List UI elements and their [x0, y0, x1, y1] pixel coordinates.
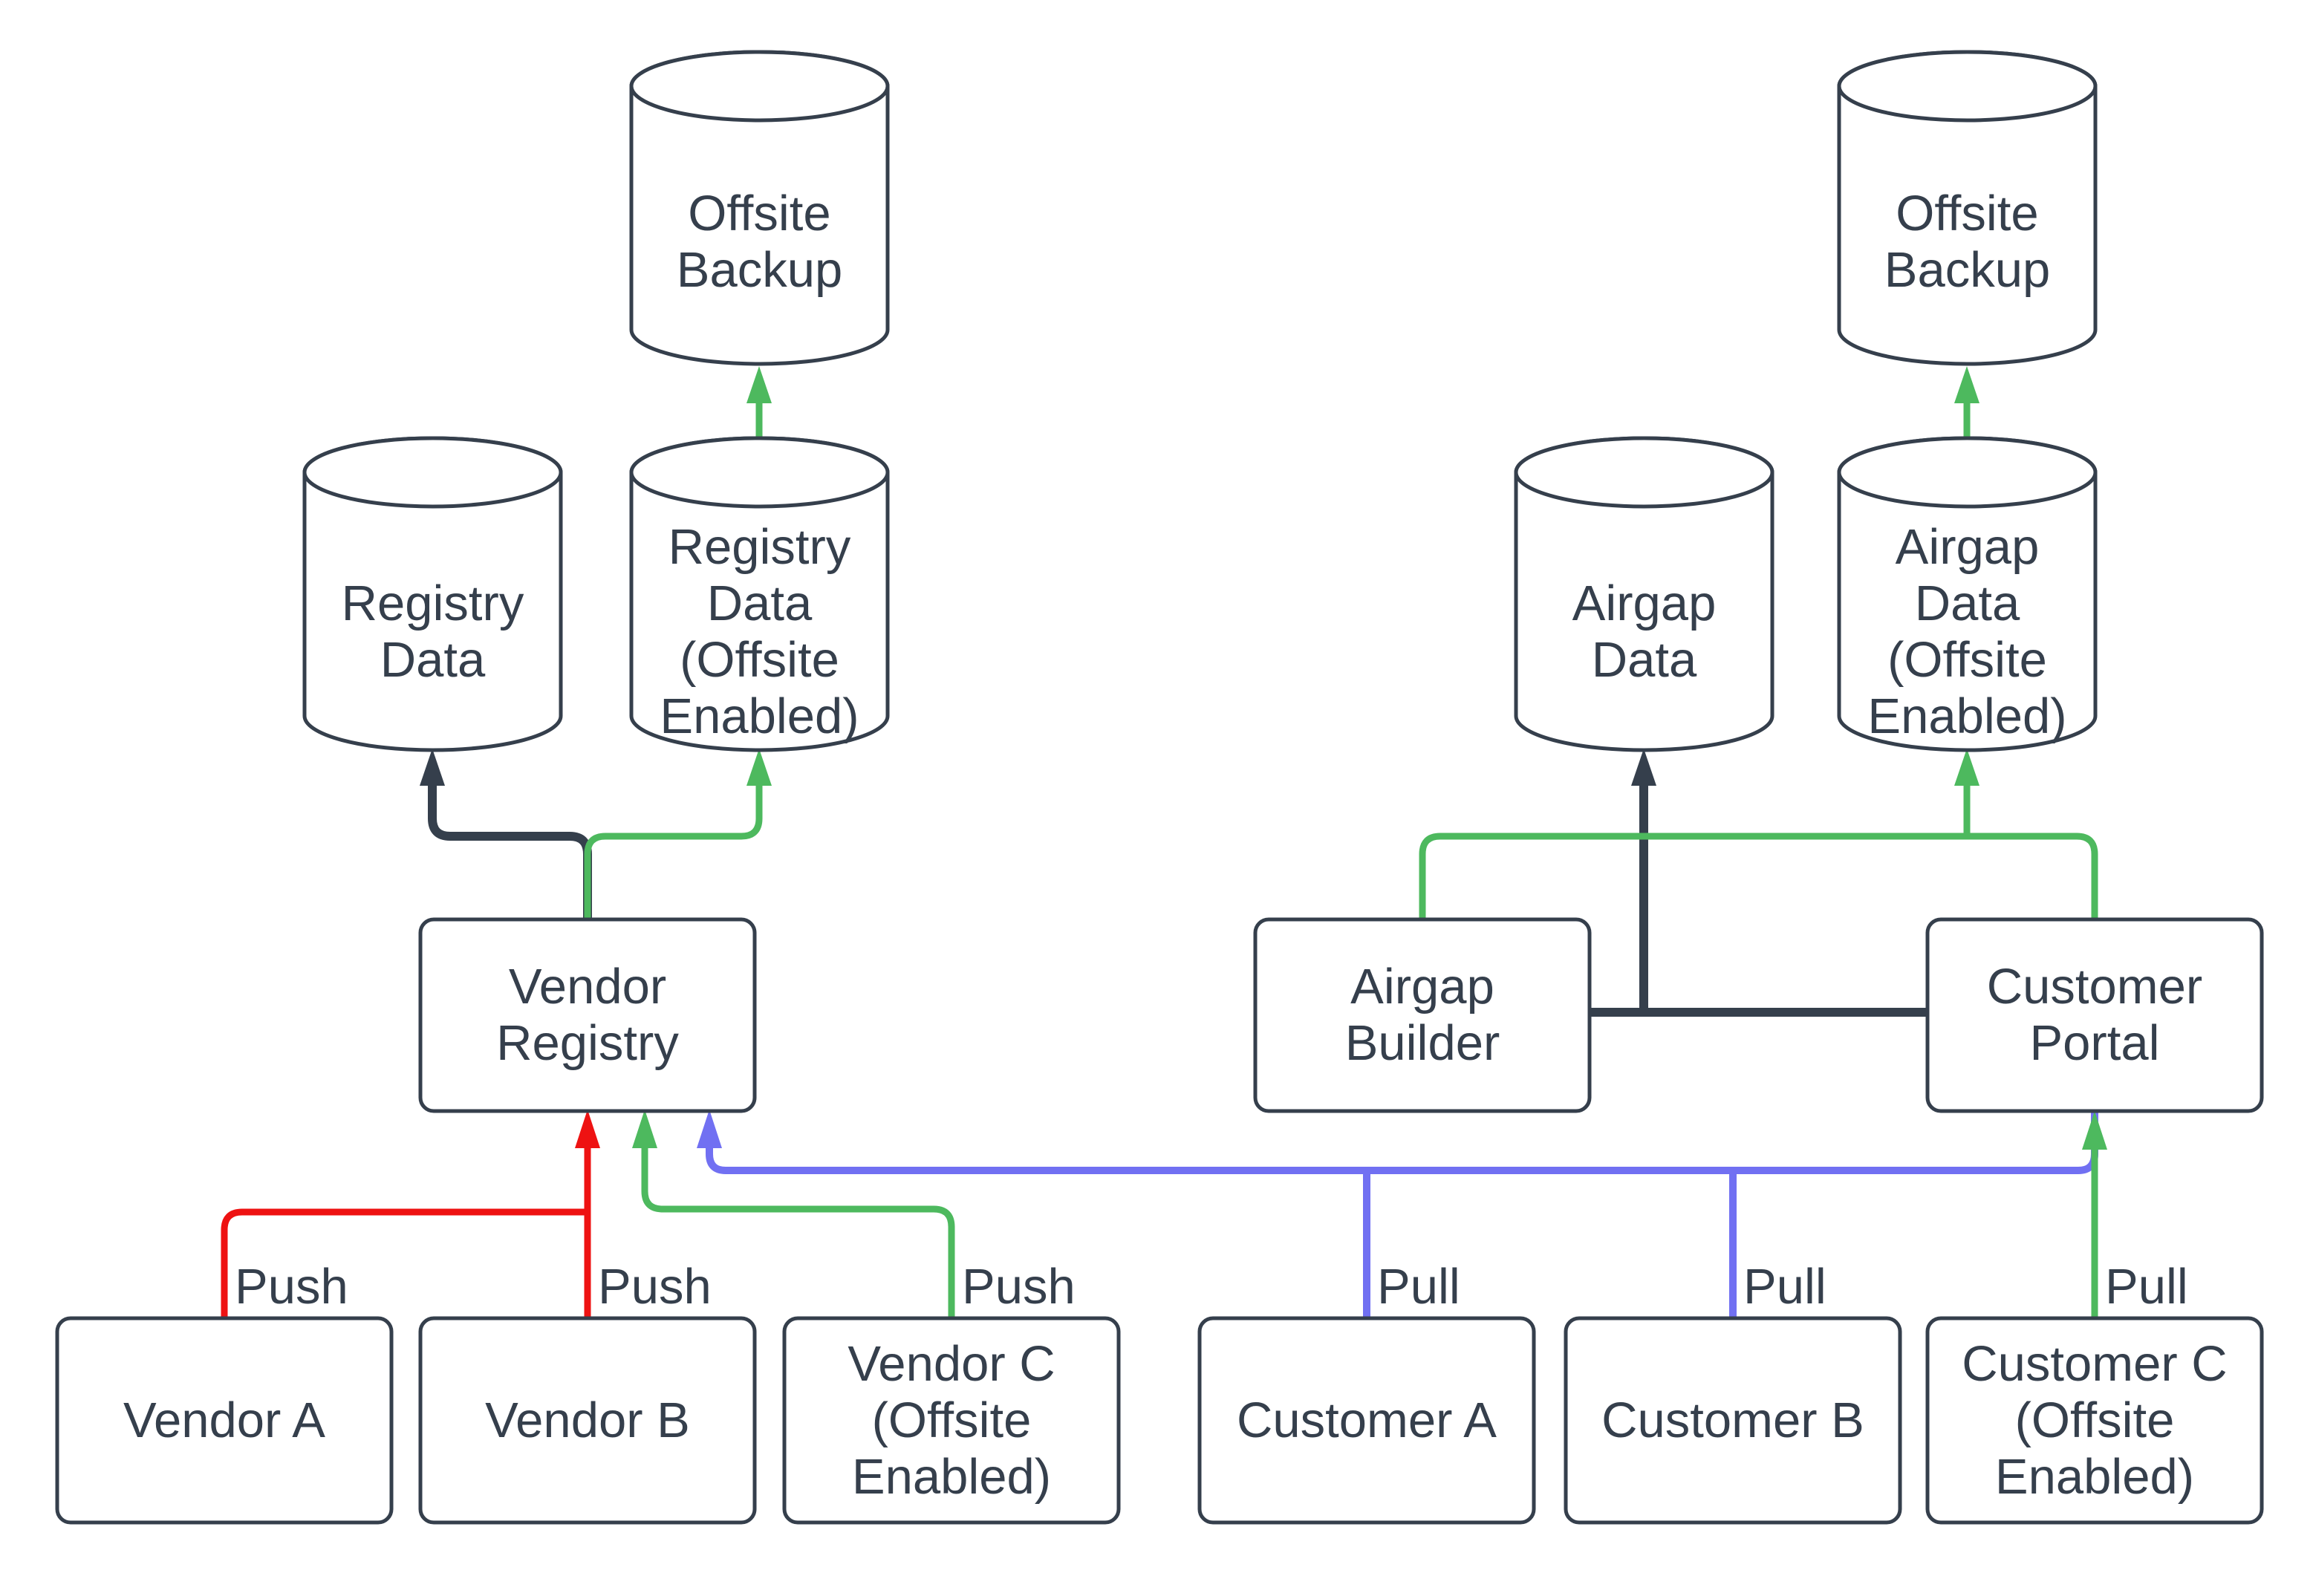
cylinder-airgap-data-offsite — [1837, 436, 2098, 752]
cylinder-offsite-backup-left — [629, 50, 890, 366]
arrowhead-pull-customer-portal — [2082, 1111, 2107, 1150]
vendor-b-label: Vendor B — [485, 1392, 690, 1448]
arrowhead-registry-data — [420, 749, 445, 786]
box-customer-c — [1925, 1316, 2264, 1525]
airgap-data-label: Airgap Data — [1572, 576, 1717, 688]
registry-data-offsite-label: Registry Data (Offsite Enabled) — [660, 519, 859, 744]
cylinder-offsite-backup-right — [1837, 50, 2098, 366]
push-label-vendor-a: Push — [235, 1259, 348, 1315]
cylinder-registry-data — [302, 436, 563, 752]
customer-c-label: Customer C (Offsite Enabled) — [1962, 1335, 2228, 1505]
edge-vendor-registry-to-registry-data-offsite — [584, 749, 772, 919]
edge-to-airgap-data — [1590, 749, 1928, 1017]
arrowhead-pull-vendor-registry — [697, 1110, 722, 1148]
offsite-backup-right-label: Offsite Backup — [1884, 186, 2051, 298]
edge-push-vendors-ab — [221, 1110, 600, 1318]
airgap-data-offsite-label: Airgap Data (Offsite Enabled) — [1867, 519, 2067, 744]
box-customer-a — [1197, 1316, 1536, 1525]
pull-label-customer-c: Pull — [2105, 1259, 2188, 1315]
airgap-builder-label: Airgap Builder — [1344, 959, 1500, 1071]
registry-data-label: Registry Data — [341, 576, 524, 688]
box-airgap-builder — [1253, 917, 1592, 1113]
customer-portal-label: Customer Portal — [1986, 959, 2203, 1071]
vendor-c-label: Vendor C (Offsite Enabled) — [848, 1335, 1055, 1505]
registry-data-edge — [428, 786, 592, 919]
box-customer-b — [1564, 1316, 1902, 1525]
arrowhead-offsite-backup-right — [1954, 366, 1979, 403]
box-customer-portal — [1925, 917, 2264, 1113]
box-vendor-b — [418, 1316, 757, 1525]
arrowhead-registry-data-offsite — [746, 749, 772, 786]
vendor-a-label: Vendor A — [123, 1392, 325, 1448]
arrowhead-push-c-vendor-registry — [632, 1110, 657, 1148]
edge-push-vendor-c — [632, 1110, 955, 1318]
edge-airgap-offsite-to-backup — [1954, 366, 1979, 440]
pull-label-customer-b: Pull — [1743, 1259, 1826, 1315]
offsite-backup-left-label: Offsite Backup — [676, 186, 843, 298]
customer-a-label: Customer A — [1236, 1392, 1497, 1448]
edge-to-airgap-data-offsite — [1419, 749, 2098, 919]
edge-registry-offsite-to-backup — [746, 366, 772, 440]
push-label-vendor-c: Push — [962, 1259, 1076, 1315]
arrowhead-offsite-backup-left — [746, 366, 772, 403]
pull-edge-main — [706, 1111, 2098, 1174]
airgap-offsite-edge-main — [1419, 833, 2098, 919]
edge-pull-customer-c — [2082, 1111, 2107, 1318]
box-vendor-c — [782, 1316, 1121, 1525]
push-edge-vendor-a — [221, 1208, 588, 1318]
arrowhead-airgap-data-offsite — [1954, 749, 1979, 786]
customer-b-label: Customer B — [1601, 1392, 1864, 1448]
arrowhead-airgap-data — [1631, 749, 1656, 786]
registry-data-offsite-edge — [584, 786, 763, 919]
pull-label-customer-a: Pull — [1377, 1259, 1460, 1315]
arrowhead-push-vendor-registry — [575, 1110, 600, 1148]
box-vendor-a — [55, 1316, 394, 1525]
cylinder-airgap-data — [1514, 436, 1774, 752]
box-vendor-registry — [418, 917, 757, 1113]
edge-vendor-registry-to-registry-data — [420, 749, 592, 919]
cylinder-registry-data-offsite — [629, 436, 890, 752]
push-label-vendor-b: Push — [598, 1259, 712, 1315]
push-edge-vendor-c — [641, 1148, 955, 1318]
vendor-registry-label: Vendor Registry — [496, 959, 679, 1071]
